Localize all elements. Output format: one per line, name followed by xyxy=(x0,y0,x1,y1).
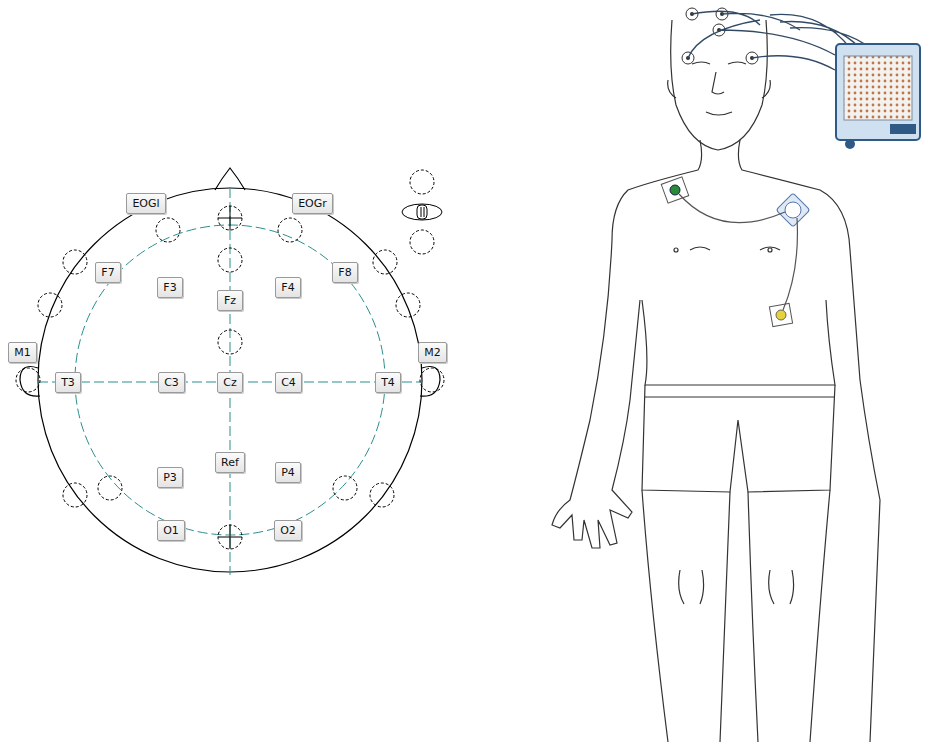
eye-symbol xyxy=(424,207,425,217)
human-figure xyxy=(768,248,772,252)
electrode-label: Fz xyxy=(222,294,238,307)
electrode-label: M2 xyxy=(423,346,442,359)
electrode-box: M2 xyxy=(418,342,447,363)
empty-sites xyxy=(370,483,394,507)
electrode-box: T3 xyxy=(55,372,81,393)
electrode-box: C3 xyxy=(158,372,185,393)
electrode-label: F7 xyxy=(100,266,116,279)
empty-sites xyxy=(38,293,62,317)
electrode-box: T4 xyxy=(375,372,401,393)
eyes xyxy=(692,62,746,64)
electrode-box: Fz xyxy=(217,290,243,311)
electrodes xyxy=(770,14,870,48)
nose xyxy=(712,72,724,94)
human-figure xyxy=(674,248,678,252)
eye-symbol xyxy=(402,204,442,220)
electrode-box: F3 xyxy=(157,277,183,298)
empty-sites xyxy=(63,250,87,274)
electrode-label: EOGl xyxy=(131,197,161,210)
body-left xyxy=(552,140,702,548)
recorder-device xyxy=(845,139,855,149)
electrodes xyxy=(785,202,801,218)
electrode-box: O1 xyxy=(157,520,185,541)
crosshairs xyxy=(230,525,231,549)
empty-sites xyxy=(333,476,357,500)
head-outline xyxy=(671,20,768,150)
electrode-box: O2 xyxy=(274,520,302,541)
electrode-box: EOGl xyxy=(126,193,166,214)
electrode-label: EOGr xyxy=(297,197,328,210)
electrode-box: F4 xyxy=(275,277,301,298)
electrode-label: F8 xyxy=(337,266,353,279)
electrodes xyxy=(670,185,680,195)
waistband xyxy=(645,396,835,397)
electrode-label: O2 xyxy=(279,524,297,537)
electrode-box: P3 xyxy=(157,467,183,488)
ears xyxy=(668,80,771,98)
electrode-label: P4 xyxy=(280,466,296,479)
electrode-box: EOGr xyxy=(292,193,333,214)
human-figure xyxy=(552,20,880,742)
recorder-device xyxy=(844,56,912,120)
electrode-box: Ref xyxy=(215,452,245,473)
nose xyxy=(215,168,245,190)
empty-sites xyxy=(218,206,242,230)
electrodes xyxy=(769,303,792,326)
empty-site xyxy=(410,230,434,254)
electrode-box: M1 xyxy=(8,342,37,363)
shorts xyxy=(642,385,835,492)
electrode-label: F4 xyxy=(280,281,296,294)
body-right xyxy=(738,140,880,742)
empty-sites xyxy=(98,476,122,500)
electrode-label: C3 xyxy=(163,376,180,389)
electrodes xyxy=(776,310,786,320)
empty-sites xyxy=(16,206,444,549)
empty-sites xyxy=(218,330,242,354)
eye-symbol xyxy=(417,205,427,219)
recorder-device xyxy=(836,44,920,149)
chest xyxy=(690,247,780,250)
recorder-device xyxy=(836,44,920,140)
knees xyxy=(679,570,794,604)
electrode-box: F8 xyxy=(332,262,358,283)
electrode-box: C4 xyxy=(275,372,302,393)
electrode-label: Cz xyxy=(222,376,238,389)
electrode-label: F3 xyxy=(162,281,178,294)
empty-sites xyxy=(373,250,397,274)
electrode-label: T4 xyxy=(380,376,396,389)
electrode-box: F7 xyxy=(95,262,121,283)
empty-sites xyxy=(218,248,242,272)
empty-sites xyxy=(16,368,40,392)
electrodes xyxy=(679,194,797,310)
empty-sites xyxy=(420,368,444,392)
mouth xyxy=(706,112,732,115)
eye-symbol xyxy=(421,207,422,217)
electrode-box: P4 xyxy=(275,462,301,483)
electrode-label: M1 xyxy=(13,346,32,359)
electrode-label: T3 xyxy=(60,376,76,389)
recorder-device xyxy=(890,124,916,134)
electrode-box: Cz xyxy=(217,372,243,393)
empty-sites xyxy=(156,218,180,242)
crosshairs xyxy=(230,206,231,230)
empty-site xyxy=(410,170,434,194)
electrode-label: C4 xyxy=(280,376,297,389)
crosshairs xyxy=(218,206,242,549)
electrode-label: O1 xyxy=(162,524,180,537)
head-map xyxy=(16,168,444,575)
electrode-label: Ref xyxy=(220,456,240,469)
empty-sites xyxy=(278,218,302,242)
empty-sites xyxy=(218,525,242,549)
electrodes xyxy=(776,193,810,227)
legs xyxy=(642,490,830,742)
torso xyxy=(642,300,835,385)
electrode-label: P3 xyxy=(162,471,178,484)
empty-sites xyxy=(396,293,420,317)
empty-sites xyxy=(63,483,87,507)
